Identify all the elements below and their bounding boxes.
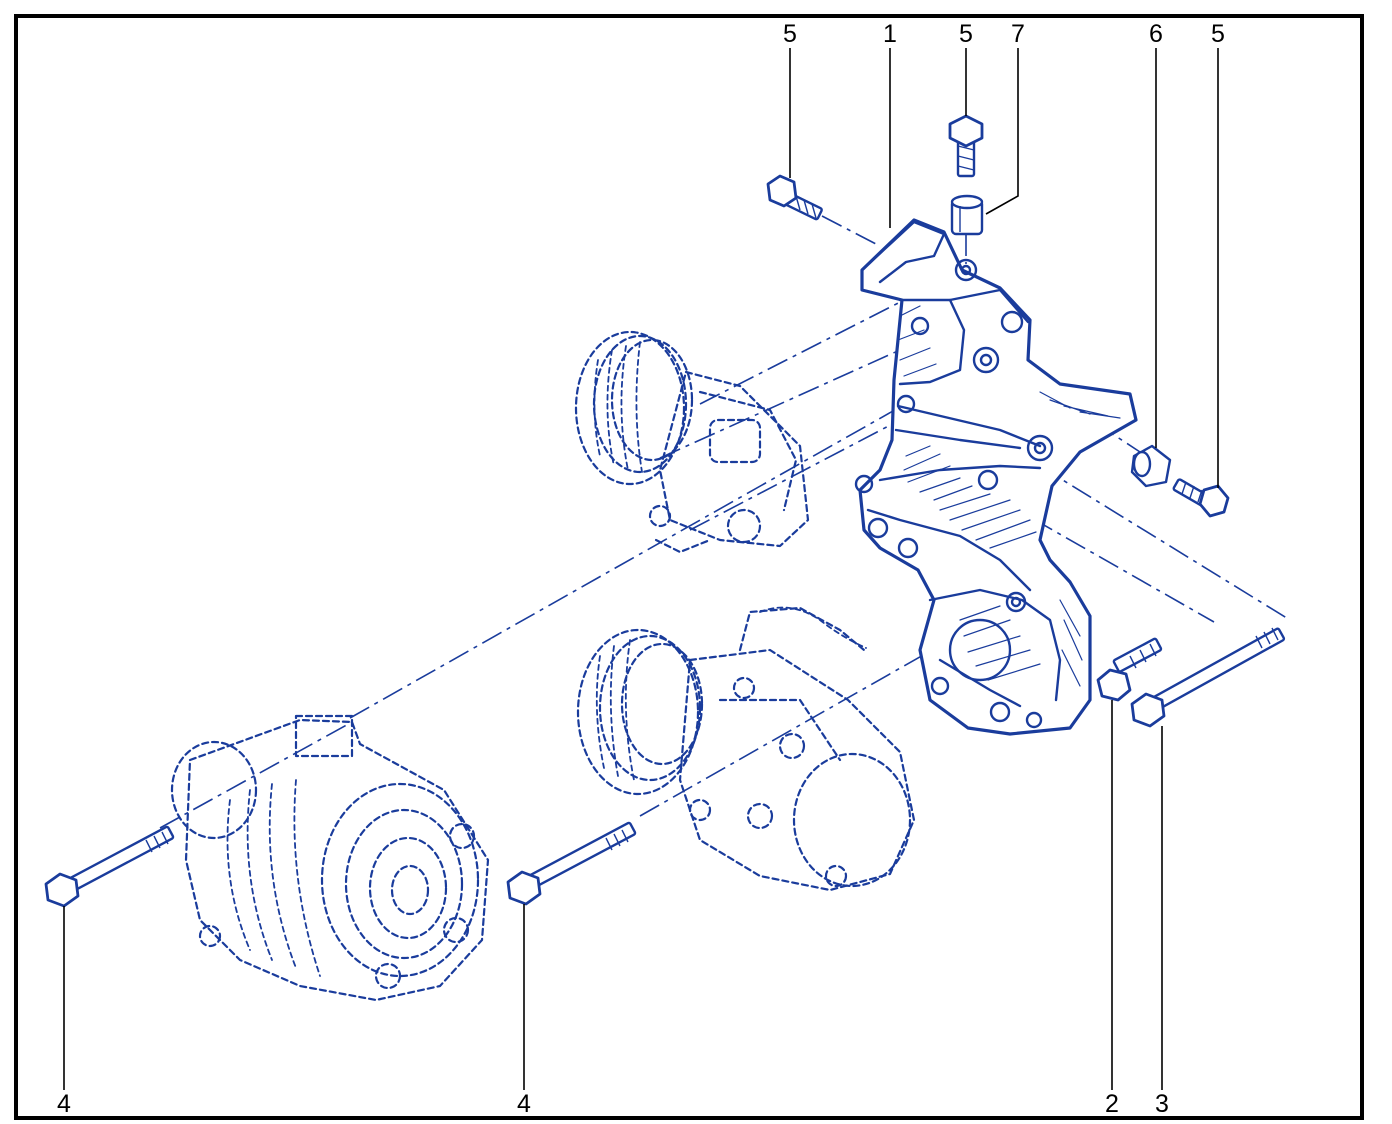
callout-4-left: 4 [57, 1090, 71, 1118]
axis-alternator-long [349, 397, 917, 719]
callout-5-right: 5 [1211, 20, 1225, 48]
bolt-right [1172, 478, 1230, 518]
spacer-right [1130, 444, 1172, 488]
leader-lines [63, 48, 1219, 1090]
power-steering-pump-phantom [574, 330, 810, 554]
axis-pump-upper [699, 295, 913, 405]
axis-right-long [1039, 465, 1291, 621]
bolt-top-left [766, 174, 823, 221]
bolt-long-4-mid [506, 821, 637, 906]
axis-top-left-bolt [821, 215, 877, 245]
bolt-top-vertical [948, 114, 984, 178]
axis-alternator-bolt [159, 721, 353, 829]
spacer-sleeve-top [950, 194, 984, 236]
diagram-frame [14, 14, 1364, 1120]
bolt-long-4-left [44, 825, 175, 908]
bolt-short-2 [1096, 637, 1163, 702]
axis-compressor-bolt [639, 599, 1021, 817]
callout-7: 7 [1011, 20, 1025, 48]
accessory-mounting-bracket [854, 218, 1138, 736]
bolt-long-3 [1130, 627, 1286, 728]
callout-5-top-left: 5 [783, 20, 797, 48]
callout-5-top-mid: 5 [959, 20, 973, 48]
ac-compressor-phantom [576, 606, 916, 892]
callout-2: 2 [1105, 1090, 1119, 1118]
callout-1: 1 [883, 20, 897, 48]
callout-4-mid: 4 [517, 1090, 531, 1118]
alternator-phantom [170, 714, 490, 1002]
callout-3: 3 [1155, 1090, 1169, 1118]
axis-pump-mid [659, 349, 901, 459]
callout-labels: 5 1 5 7 6 5 4 4 2 3 [57, 20, 1225, 1118]
axis-pump-low [689, 419, 901, 531]
callout-6: 6 [1149, 20, 1163, 48]
leader-7 [985, 48, 1019, 215]
assembly-axes [159, 215, 1291, 829]
